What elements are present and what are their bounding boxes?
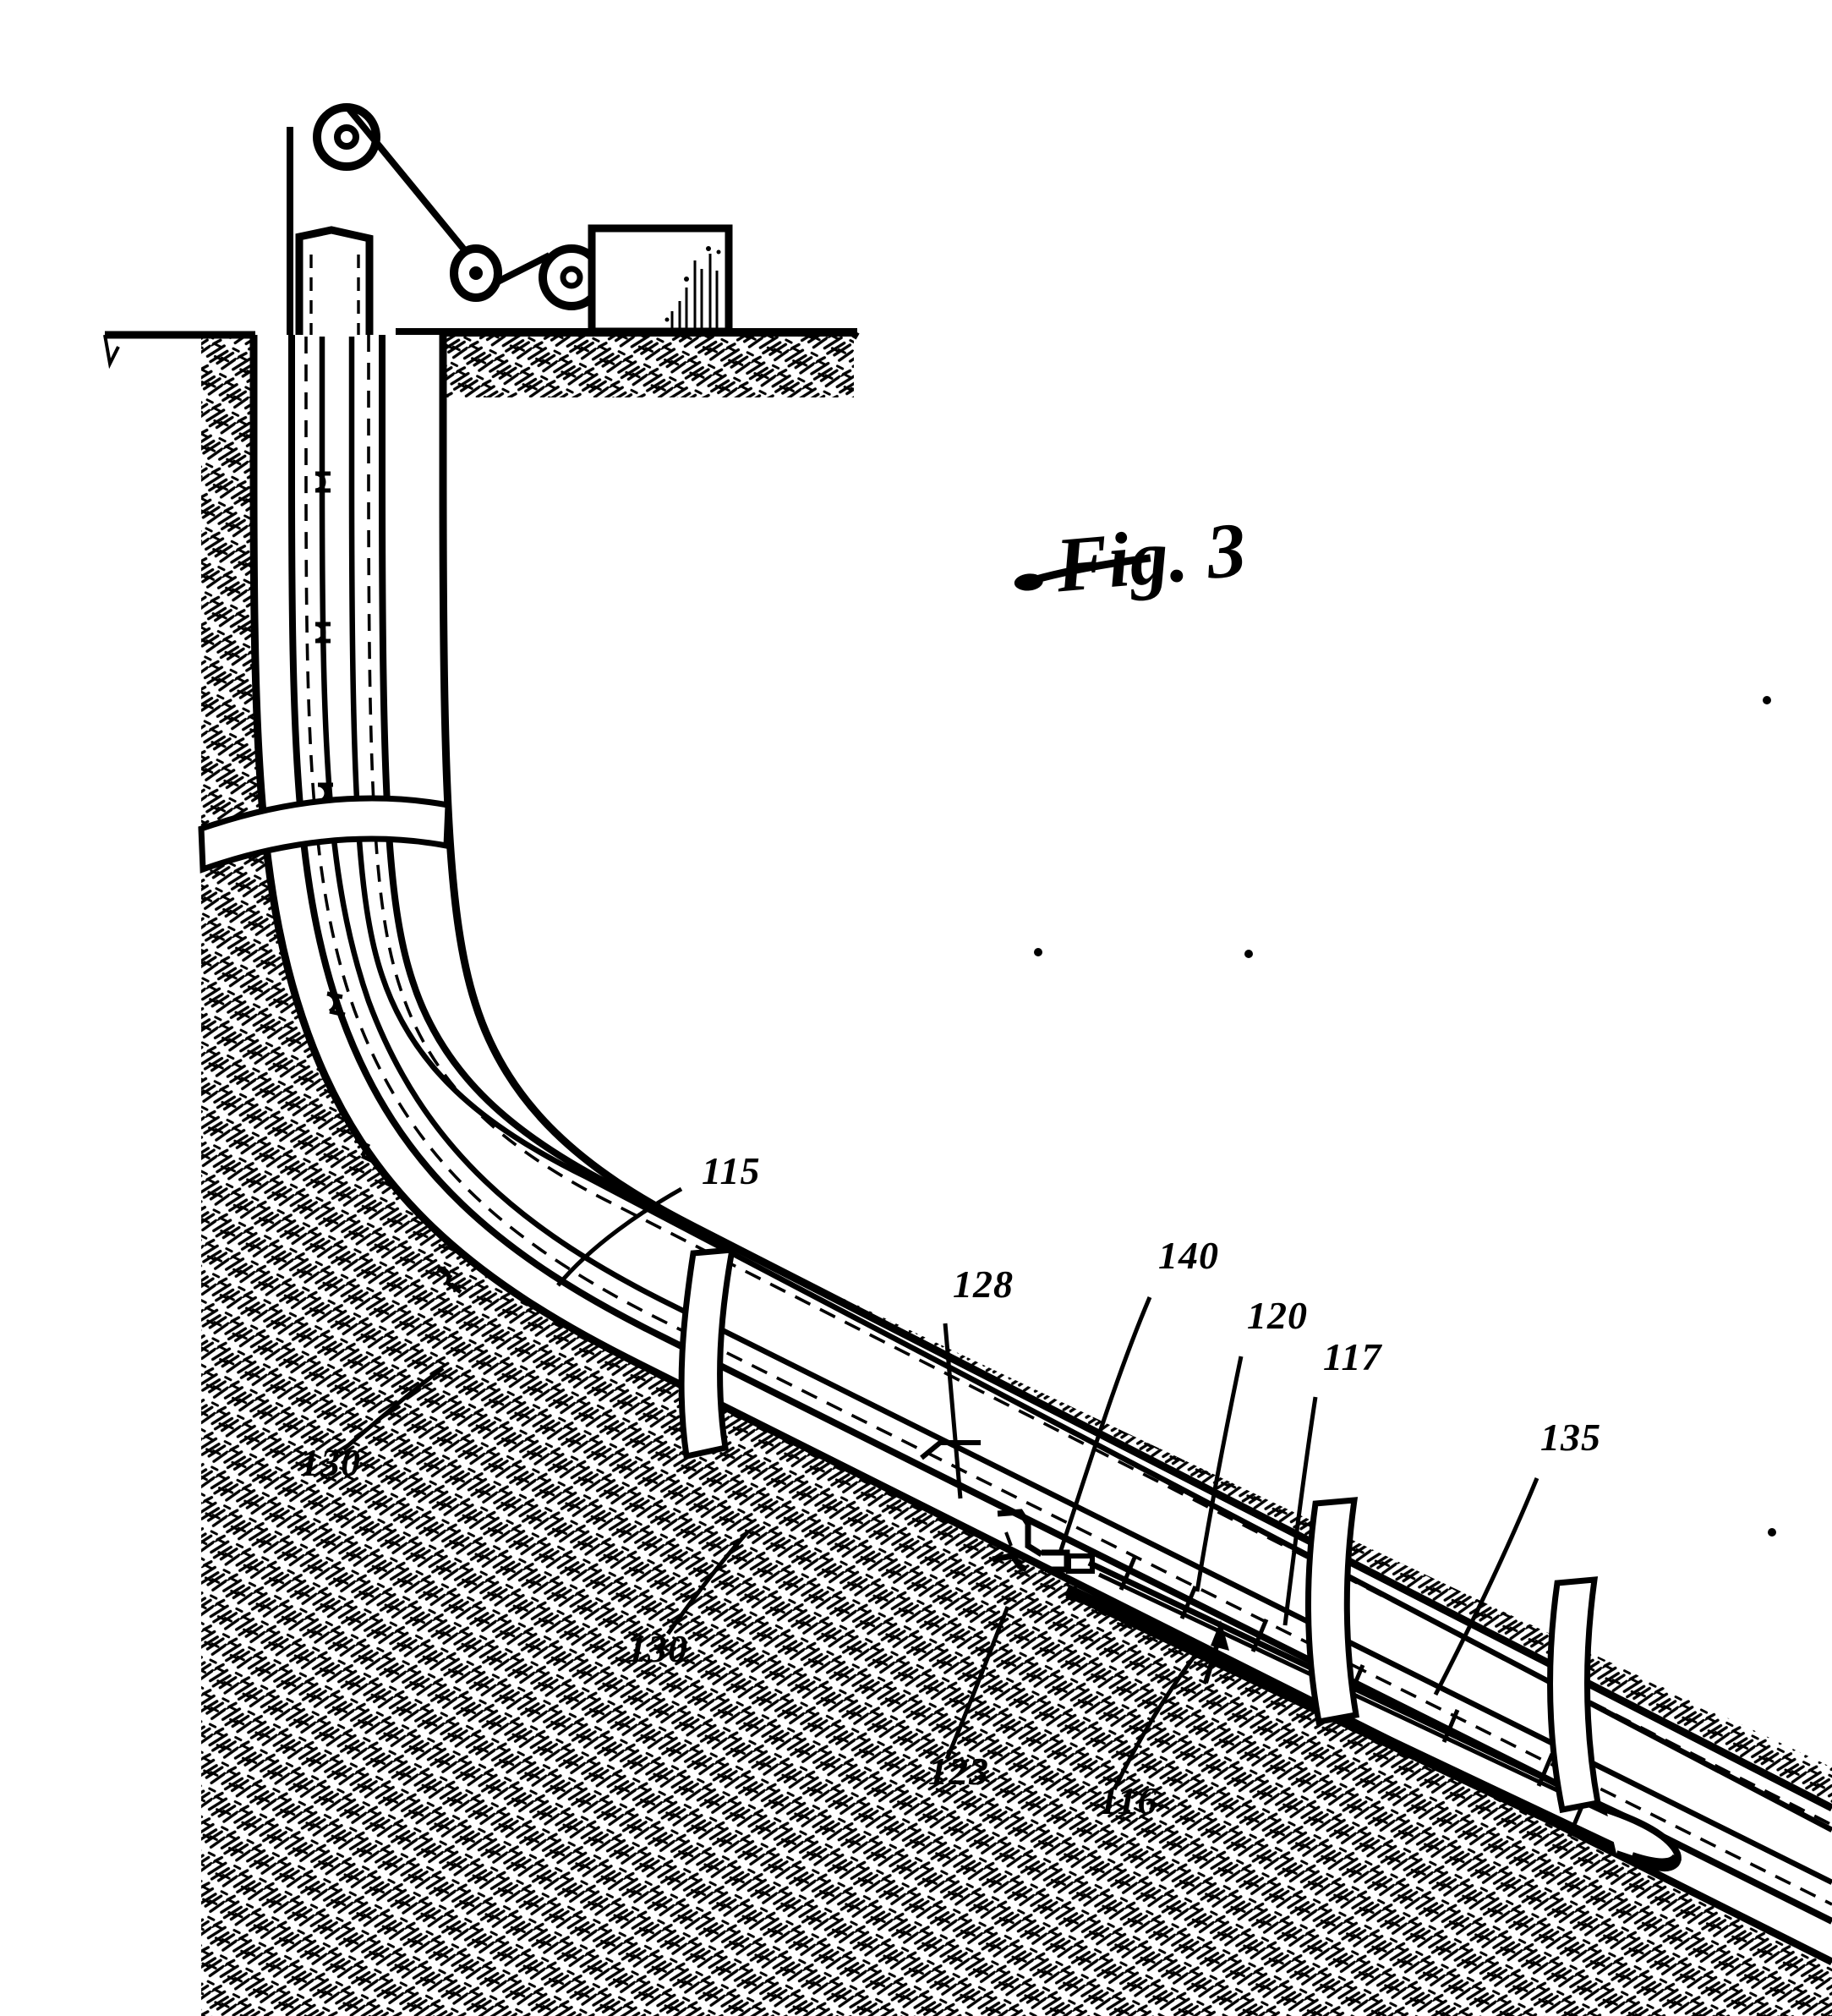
figure-label-flourish-dot [1014,573,1043,591]
wellhead [295,226,374,337]
tool-body [1064,1557,1642,1863]
ref-num-117: 117 [1323,1335,1382,1378]
ref-num-120: 120 [1247,1294,1308,1337]
leader-130b [665,1531,749,1635]
tubing-end-tick [1004,1531,1013,1547]
reference-numerals: 115 128 140 120 117 135 130 130 123 116 [300,1149,1601,1822]
downhole-tool-assembly [992,1509,1682,1871]
borehole-wall-outer-upper [249,335,1832,1966]
break-ribbon-vertical [198,795,451,874]
borehole-wall-outer-lower [439,335,1832,1812]
leader-135 [1433,1477,1539,1696]
ref-num-130-upper: 130 [300,1441,361,1484]
crown-pulley [313,103,380,171]
leader-123 [944,1606,1010,1760]
nose-cone [1567,1804,1682,1871]
tubing-collars [314,471,462,1295]
ref-num-116: 116 [1099,1779,1157,1822]
figure-label-flourish [1032,554,1151,584]
ref-num-123: 123 [928,1750,989,1793]
casing-wall-lower [379,335,1832,1811]
leader-120 [1195,1356,1244,1592]
winch-truck [588,224,733,336]
leader-130a [342,1366,445,1451]
wellbore [249,335,1832,1966]
ref-num-140: 140 [1158,1234,1219,1277]
casing-inner-dash-upper [304,337,1832,1906]
leader-115 [556,1186,683,1287]
break-ribbon-deviated-1 [678,1246,736,1460]
tubing-end-step-lower [992,1553,1028,1573]
artifact-dot [1244,950,1253,958]
ref-num-135: 135 [1540,1416,1601,1459]
artifact-dot [1763,696,1771,704]
ref-num-128: 128 [953,1263,1014,1306]
winch-shading [664,246,721,330]
artifact-dot [1034,948,1042,956]
ref-num-130-lower: 130 [627,1627,688,1670]
leader-128 [943,1323,963,1499]
leader-116 [1112,1642,1206,1791]
wireline-middle [491,252,551,288]
leader-lines [342,1186,1539,1791]
scan-artifacts [1034,696,1776,1537]
break-ribbon-deviated-3 [1547,1576,1602,1814]
casing-shoe-step [920,1440,981,1460]
break-ribbon-deviated-2 [1304,1497,1360,1726]
figure-label-text: Fig. 3 [1052,506,1250,608]
annulus-arrow-116 [1203,1620,1229,1684]
surface-equipment [287,103,733,337]
artifact-dot [1768,1528,1776,1537]
earth-right-mass [397,335,1832,2016]
wireline-upper [345,106,471,256]
tubing-wall-upper [319,337,1832,1885]
borehole-channel [254,335,1832,1958]
tubing-wall-lower [348,337,1832,1832]
formation [103,328,1832,2016]
leader-117 [1282,1396,1318,1626]
tubing-end-step [997,1509,1043,1557]
figure-label: Fig. 3 [1014,506,1250,608]
sheave-middle [450,244,502,302]
break-ribbons [198,795,1602,1814]
casing-inner-dash-lower [367,335,1832,1827]
ref-num-115: 115 [702,1149,760,1192]
leader-140 [1058,1296,1152,1553]
